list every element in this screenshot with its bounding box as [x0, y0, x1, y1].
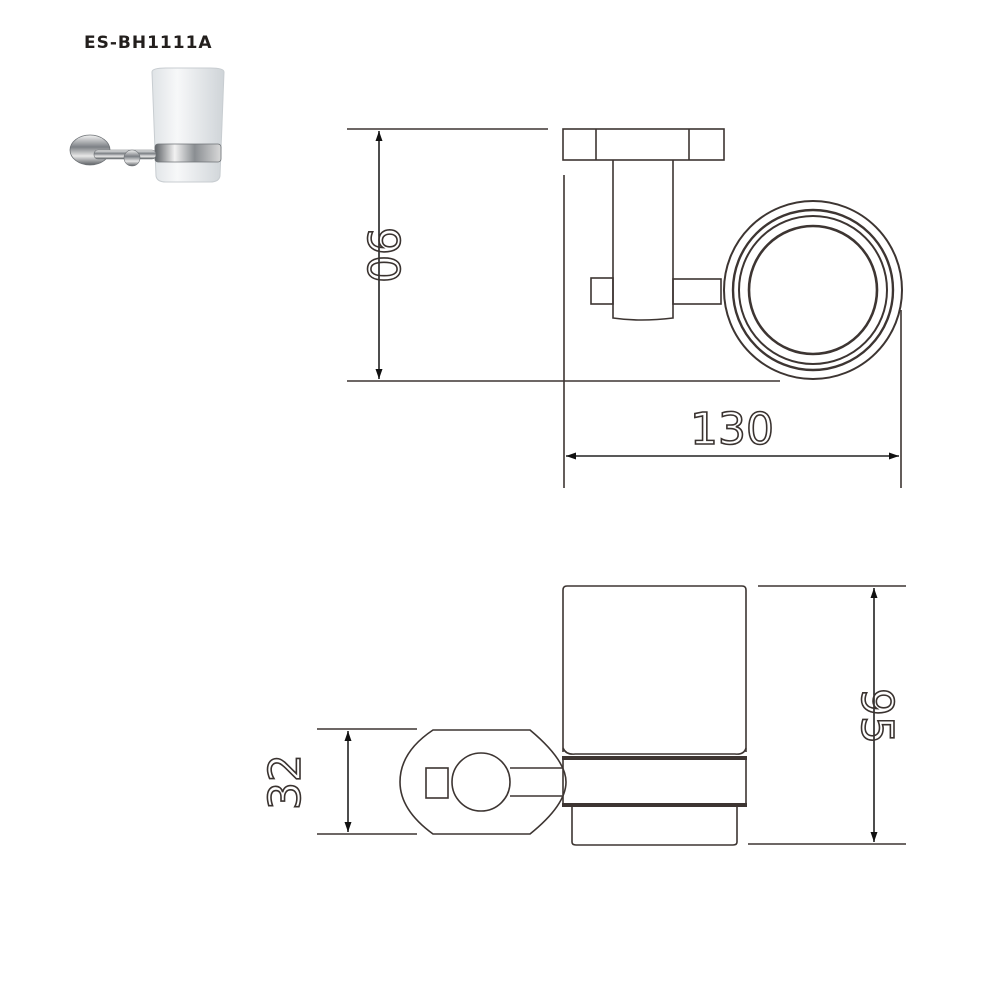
dimension-label-32: 32 — [260, 754, 311, 810]
front-view — [317, 585, 906, 846]
dimension-label-95: 95 — [851, 688, 902, 744]
model-code: ES-BH1111A — [84, 33, 213, 53]
product-photo-icon — [69, 67, 225, 183]
dimension-label-130: 130 — [690, 404, 774, 455]
dimension-label-90: 90 — [357, 227, 408, 283]
top-view — [347, 128, 903, 488]
